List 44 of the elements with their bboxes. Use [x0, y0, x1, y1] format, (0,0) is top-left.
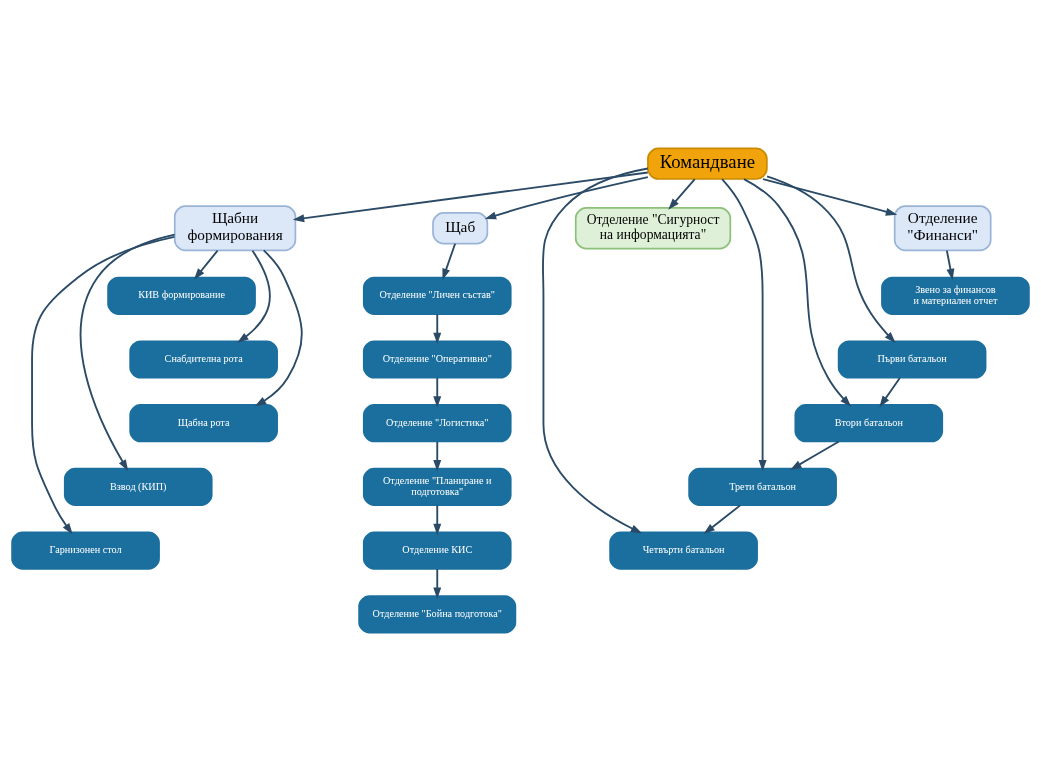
node-box: Снабдителна рота	[129, 339, 278, 379]
node-box: Трети батальон	[688, 467, 837, 506]
node-box: Отделение "Личен състав"	[362, 276, 512, 315]
arrow	[484, 175, 649, 219]
arrow	[766, 175, 896, 343]
node-box: Щабна рота	[129, 403, 278, 442]
node-box: КИВ формирование	[107, 276, 256, 315]
arrow	[879, 376, 901, 407]
arrow	[79, 233, 176, 471]
arrow	[193, 249, 219, 280]
arrow	[442, 242, 457, 280]
node-box: Звено за финансов и материален отчет	[881, 276, 1030, 315]
arrow	[790, 440, 840, 470]
arrow	[292, 171, 649, 222]
arrow	[762, 177, 898, 216]
arrow	[433, 376, 442, 408]
node-box: Четвърти батальон	[609, 531, 758, 570]
arrow	[743, 177, 852, 407]
node-box: Гарнизонен стол	[11, 531, 160, 570]
node-box: Втори батальон	[794, 403, 944, 442]
node-box: Отделение "Финанси"	[893, 204, 992, 251]
arrow	[541, 167, 649, 533]
arrow	[668, 177, 696, 210]
node-box: Отделение "Планиране и подготовка"	[362, 467, 512, 506]
arrow	[721, 177, 767, 471]
arrow	[31, 235, 176, 534]
arrow	[433, 440, 442, 471]
node-box: Отделение "Логистика"	[362, 403, 512, 442]
arrow	[703, 503, 742, 534]
arrow	[433, 312, 442, 344]
node-box: Щабни формирования	[173, 204, 297, 251]
arrow	[945, 249, 955, 280]
node-box: Първи батальон	[837, 339, 987, 379]
node-box: Отделение "Сигурност на информацията"	[574, 206, 732, 249]
arrow	[433, 567, 442, 599]
arrow	[254, 248, 303, 406]
node-box: Щаб	[432, 211, 489, 244]
arrow	[237, 249, 271, 343]
node-box: Отделение "Бойна подготока"	[358, 594, 517, 633]
node-box: Командване	[647, 147, 768, 180]
arrow	[433, 503, 442, 535]
node-box: Отделение "Оперативно"	[362, 339, 512, 379]
node-box: Отделение КИС	[362, 531, 512, 570]
node-box: Взвод (КИП)	[63, 467, 213, 506]
